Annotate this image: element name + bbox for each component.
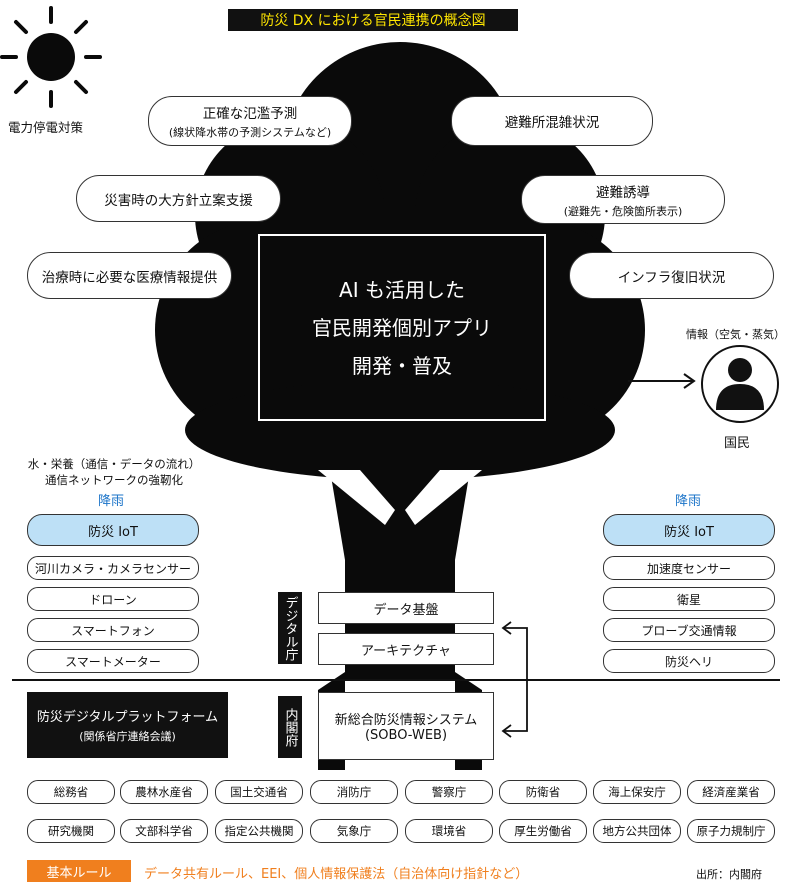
pill-main: 治療時に必要な医療情報提供: [41, 269, 218, 286]
iot-item: 防災ヘリ: [603, 649, 775, 673]
basic-rule-badge: 基本ルール: [27, 860, 131, 882]
ministry-item: 警察庁: [405, 780, 493, 804]
iot-item: スマートメーター: [27, 649, 199, 673]
source-label: 出所：内閣府: [696, 868, 762, 881]
center-line-3: 開発・普及: [352, 353, 452, 378]
center-app-box: AI も活用した 官民開発個別アプリ 開発・普及: [258, 234, 546, 421]
citizen-info-label: 情報（空気・蒸気）: [686, 328, 785, 341]
ministry-item: 指定公共機関: [215, 819, 303, 843]
double-arrow-icon: [501, 621, 528, 738]
water-note-line-1: 水・栄養（通信・データの流れ）: [27, 457, 201, 471]
water-note-line-2: 通信ネットワークの強靭化: [45, 473, 183, 487]
pill-sub: (線状降水帯の予測システムなど): [168, 126, 332, 139]
center-line-1: AI も活用した: [339, 277, 465, 302]
iot-item: スマートフォン: [27, 618, 199, 642]
rain-label-right: 降雨: [675, 494, 702, 509]
ministry-item: 総務省: [27, 780, 115, 804]
ministry-item: 文部科学省: [120, 819, 208, 843]
basic-rule-text: データ共有ルール、EEI、個人情報保護法（自治体向け指針など）: [144, 867, 529, 882]
digital-agency-label: デジタル庁: [278, 592, 302, 664]
sobo-web-line-1: 新総合防災情報システム: [334, 713, 478, 728]
iot-header-left: 防災 IoT: [27, 514, 199, 546]
ministry-item: 農林水産省: [120, 780, 208, 804]
ministry-item: 海上保安庁: [593, 780, 681, 804]
pill-sub: (避難先・危険箇所表示): [563, 204, 683, 218]
page-title: 防災 DX における官民連携の概念図: [228, 9, 518, 31]
pill-main: 災害時の大方針立案支援: [104, 192, 253, 209]
citizen-label: 国民: [724, 436, 751, 451]
pill-medical-info: 治療時に必要な医療情報提供: [27, 252, 232, 299]
ministry-item: 研究機関: [27, 819, 115, 843]
disaster-digital-platform: 防災デジタルプラットフォーム (関係省庁連絡会議): [27, 692, 228, 758]
rain-label-left: 降雨: [98, 494, 125, 509]
ministry-item: 防衛省: [499, 780, 587, 804]
sun-icon: [0, 6, 102, 108]
pill-main: 正確な氾濫予測: [202, 106, 298, 122]
pill-evacuation-guide: 避難誘導 (避難先・危険箇所表示): [521, 175, 725, 224]
center-line-2: 官民開発個別アプリ: [312, 315, 492, 340]
sun-label: 電力停電対策: [8, 120, 84, 135]
iot-item: ドローン: [27, 587, 199, 611]
pill-flood-forecast: 正確な氾濫予測 (線状降水帯の予測システムなど): [148, 96, 352, 146]
iot-item: プローブ交通情報: [603, 618, 775, 642]
data-platform-box: データ基盤: [318, 592, 494, 624]
arrow-to-citizen-icon: [628, 373, 696, 389]
ministry-item: 環境省: [405, 819, 493, 843]
pill-policy-support: 災害時の大方針立案支援: [76, 175, 281, 222]
iot-item: 加速度センサー: [603, 556, 775, 580]
pill-main: 避難所混雑状況: [504, 115, 600, 131]
sobo-web-box: 新総合防災情報システム (SOBO-WEB): [318, 692, 494, 760]
water-note: 水・栄養（通信・データの流れ） 通信ネットワークの強靭化: [24, 456, 204, 488]
citizen-avatar-icon: [701, 345, 779, 423]
platform-title: 防災デジタルプラットフォーム: [36, 710, 219, 725]
iot-item: 河川カメラ・カメラセンサー: [27, 556, 199, 580]
iot-header-right: 防災 IoT: [603, 514, 775, 546]
ministry-item: 国土交通省: [215, 780, 303, 804]
ministry-item: 消防庁: [310, 780, 398, 804]
pill-main: 避難誘導: [596, 184, 650, 201]
ministry-item: 経済産業省: [687, 780, 775, 804]
ministry-item: 気象庁: [310, 819, 398, 843]
cabinet-office-label: 内閣府: [278, 696, 302, 758]
ministry-item: 厚生労働省: [499, 819, 587, 843]
pill-shelter-congestion: 避難所混雑状況: [451, 96, 653, 146]
sobo-web-line-2: (SOBO-WEB): [364, 728, 448, 743]
iot-item: 衛星: [603, 587, 775, 611]
ministry-item: 原子力規制庁: [687, 819, 775, 843]
pill-main: インフラ復旧状況: [617, 269, 726, 286]
ministry-item: 地方公共団体: [593, 819, 681, 843]
architecture-box: アーキテクチャ: [318, 633, 494, 665]
pill-infra-recovery: インフラ復旧状況: [569, 252, 774, 299]
platform-sub: (関係省庁連絡会議): [79, 730, 176, 743]
